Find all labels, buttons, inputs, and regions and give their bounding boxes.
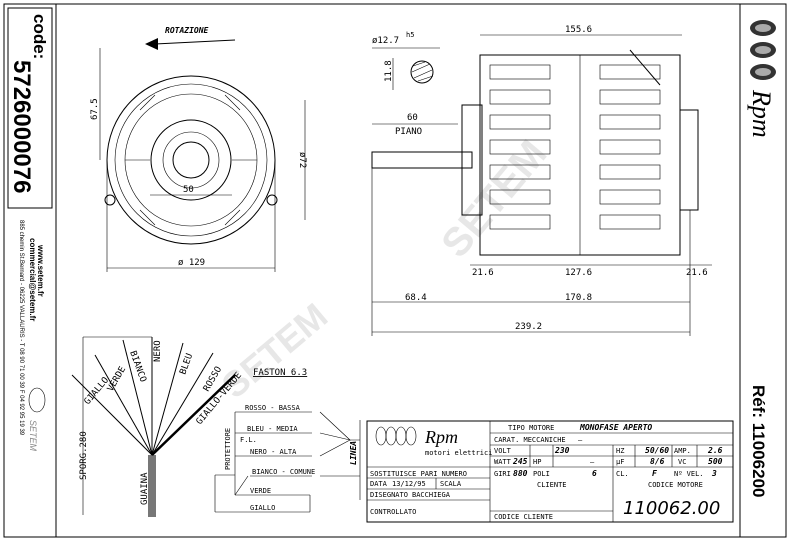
data-value: 13/12/95 [392, 480, 426, 488]
website-link[interactable]: www.setem.fr [36, 244, 45, 297]
rpm-block-logo-icon [375, 426, 417, 446]
carat-label: CARAT. MECCANICHE [494, 436, 566, 444]
uf-value: 8/6 [650, 457, 665, 466]
flat-length: 60 [407, 113, 418, 123]
flat-dim: 11.8 [384, 60, 394, 82]
side-view: ø12.7 h5 11.8 60 PIANO 155.6 21.6 1 [371, 25, 712, 336]
cable-exit [629, 49, 661, 86]
watt-value: 245 [512, 457, 528, 466]
email-link[interactable]: commercial@setem.fr [28, 238, 37, 321]
volt-value: 230 [554, 446, 570, 455]
fl-label: F.L. [240, 436, 257, 444]
faston-label: FASTON 6.3 [253, 368, 307, 378]
reference-code: Réf: 11006200 [749, 385, 768, 497]
circuit-diagram: FASTON 6.3 ROSSO - BASSA BLEU - MEDIA F.… [214, 368, 361, 513]
circuit-label: VERDE [250, 487, 271, 495]
controllato-label: CONTROLLATO [370, 508, 416, 516]
poli-value: 6 [592, 469, 597, 478]
dim-right-flange: 21.6 [686, 268, 708, 278]
circuit-label: BIANCO - COMUNE [252, 468, 315, 476]
shaft-tolerance: h5 [406, 31, 414, 39]
disegnato-value: BACCHIEGA [412, 491, 451, 499]
shaft [371, 151, 473, 169]
dim-diameter: ø 129 [178, 258, 205, 268]
address-text: 885 chemin St.Bernard - 06225 VALLAURIS … [18, 220, 24, 436]
wire-label: NERO [153, 340, 163, 362]
dim-left-flange: 21.6 [472, 268, 494, 278]
hz-value: 50/60 [645, 446, 669, 455]
giri-value: 880 [513, 469, 528, 478]
setem-logo-icon [28, 387, 46, 413]
code-box [7, 7, 53, 209]
cliente-label: CLIENTE [537, 481, 567, 489]
codice-motore-value: 110062.00 [623, 498, 720, 519]
tipo-motore-label: TIPO MOTORE [508, 424, 554, 432]
data-label: DATA [370, 480, 388, 488]
amp-label: AMP. [674, 447, 691, 455]
hz-label: HZ [616, 447, 624, 455]
volt-label: VOLT [494, 447, 512, 455]
right-panel: Rpm Réf: 11006200 [747, 20, 776, 497]
tipo-motore-value: MONOFASE APERTO [579, 423, 652, 432]
uf-label: µF [616, 458, 624, 466]
wire-harness: SPORG.280 GUAINA GIALLO VERDE BIANCO NER… [71, 336, 244, 517]
amp-value: 2.6 [707, 446, 723, 455]
scala-label: SCALA [440, 480, 462, 488]
side-panel: code: 5726000076 www.setem.fr commercial… [7, 7, 53, 452]
hp-value: — [590, 458, 595, 466]
vel-value: 3 [711, 469, 717, 478]
block-brand-subtitle: motori elettrici [425, 449, 492, 457]
watt-label: WATT [494, 458, 512, 466]
protector-label: PROTETTORE [224, 428, 232, 470]
drawing-frame [3, 3, 787, 538]
shaft-diameter: ø12.7 [372, 36, 399, 46]
poli-label: POLI [533, 470, 550, 478]
code-value: 5726000076 [8, 60, 35, 193]
dim-bore: ø72 [297, 152, 307, 168]
dim-overall: 239.2 [515, 322, 542, 332]
front-view: ROTAZIONE 67.5 50 ø 129 ø72 [90, 26, 307, 272]
wire-label: GIALLO [83, 376, 112, 407]
wire-label: BLEU [178, 352, 195, 376]
rotation-arrowhead-icon [145, 38, 158, 50]
dim-inner: 50 [183, 185, 194, 195]
circuit-label: ROSSO - BASSA [245, 404, 301, 412]
cl-label: CL. [616, 470, 629, 478]
rotation-arrow-icon [154, 39, 236, 45]
wire-label: BIANCO [127, 350, 148, 384]
code-label: code: [30, 14, 49, 59]
vc-label: VC [678, 458, 686, 466]
cl-value: F [652, 469, 657, 478]
block-brand-logo: Rpm [424, 427, 458, 447]
setem-logo-text: SETEM [28, 420, 38, 452]
circuit-label: NERO - ALTA [250, 448, 297, 456]
dim-total-body: 170.8 [565, 293, 592, 303]
disegnato-label: DISEGNATO [370, 491, 408, 499]
codice-motore-label: CODICE MOTORE [648, 481, 703, 489]
circuit-label: BLEU - MEDIA [247, 425, 298, 433]
title-block: Rpm motori elettrici TIPO MOTORE MONOFAS… [366, 420, 734, 523]
carat-value: — [578, 436, 583, 444]
vel-label: Nº VEL. [674, 470, 704, 478]
sostituisce-label: SOSTITUISCE PARI NUMERO [370, 470, 467, 478]
dim-body: 127.6 [565, 268, 592, 278]
giri-label: GIRI [494, 470, 511, 478]
sheath-label: GUAINA [140, 472, 150, 505]
dim-top: 155.6 [565, 25, 592, 35]
dim-height: 67.5 [90, 98, 100, 120]
rpm-coils-logo-icon [750, 20, 776, 80]
protrusion-label: SPORG.280 [79, 431, 89, 480]
hp-label: HP [533, 458, 541, 466]
sheath [148, 455, 156, 517]
shaft-section [410, 60, 434, 84]
rpm-logo-text: Rpm [747, 89, 776, 138]
codice-cliente-label: CODICE CLIENTE [494, 513, 553, 521]
line-label: LINEA [349, 441, 358, 465]
circuit-label: GIALLO [250, 504, 275, 512]
vc-value: 500 [708, 457, 723, 466]
dim-shaft: 68.4 [405, 293, 427, 303]
flat-label: PIANO [395, 127, 422, 137]
rotation-label: ROTAZIONE [165, 26, 209, 35]
